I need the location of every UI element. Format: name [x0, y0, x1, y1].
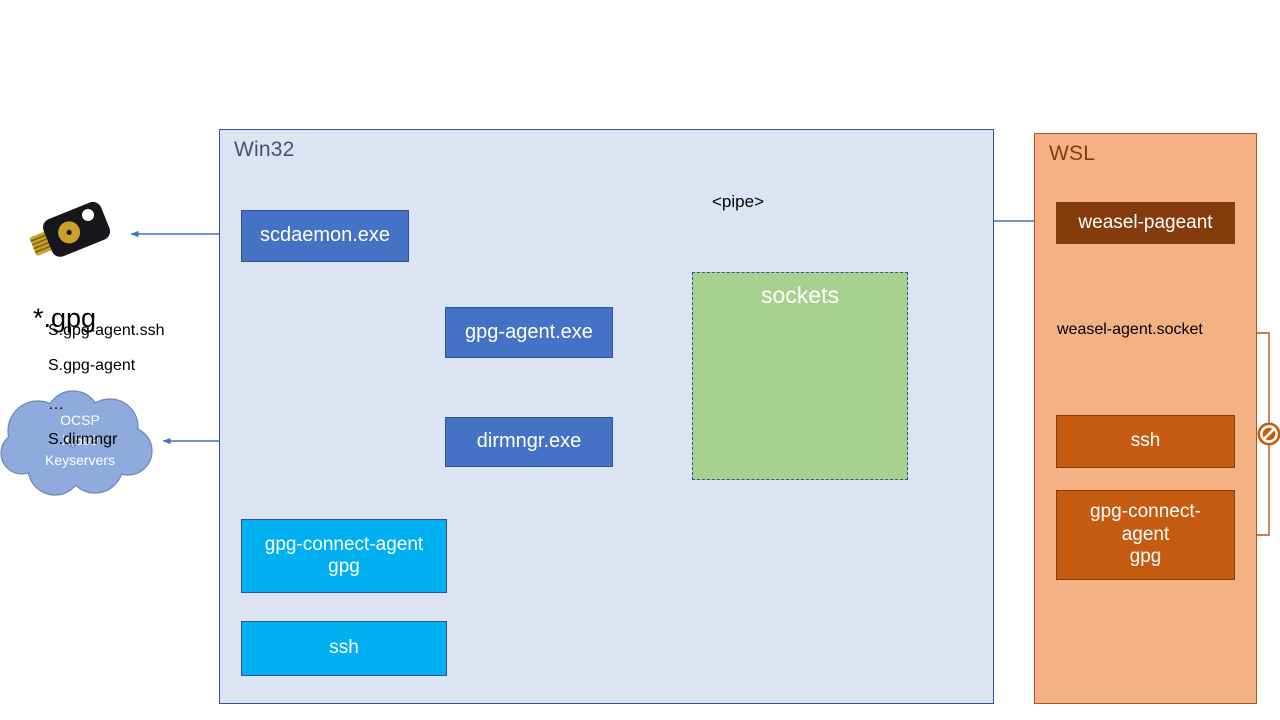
socket-item-s-dirmngr: S.dirmngr — [48, 431, 118, 448]
usb-security-key-icon — [16, 198, 126, 276]
gpg-files-label: *.gpg — [33, 303, 97, 333]
socket-item-s-gpg-agent: S.gpg-agent — [48, 357, 136, 374]
wsl-panel-label: WSL — [1049, 142, 1096, 165]
sockets-title: sockets — [761, 282, 839, 308]
node-dirmngr-exe[interactable]: dirmngr.exe — [445, 417, 613, 467]
win32-panel-label: Win32 — [234, 138, 295, 161]
node-win32-ssh[interactable]: ssh — [241, 621, 447, 676]
sockets-group: sockets — [692, 272, 908, 480]
socket-item-ellipsis: … — [48, 396, 64, 413]
socket-item-s-gpg-agent-ssh: S.gpg-agent.ssh — [48, 322, 165, 339]
pipe-label: <pipe> — [712, 192, 764, 211]
weasel-agent-socket-label: weasel-agent.socket — [1057, 321, 1203, 338]
node-weasel-pageant[interactable]: weasel-pageant — [1056, 202, 1235, 244]
node-wsl-ssh[interactable]: ssh — [1056, 415, 1235, 468]
node-scdaemon-exe[interactable]: scdaemon.exe — [241, 210, 409, 262]
prohibited-icon — [1256, 421, 1280, 447]
node-gpg-agent-exe[interactable]: gpg-agent.exe — [445, 307, 613, 358]
